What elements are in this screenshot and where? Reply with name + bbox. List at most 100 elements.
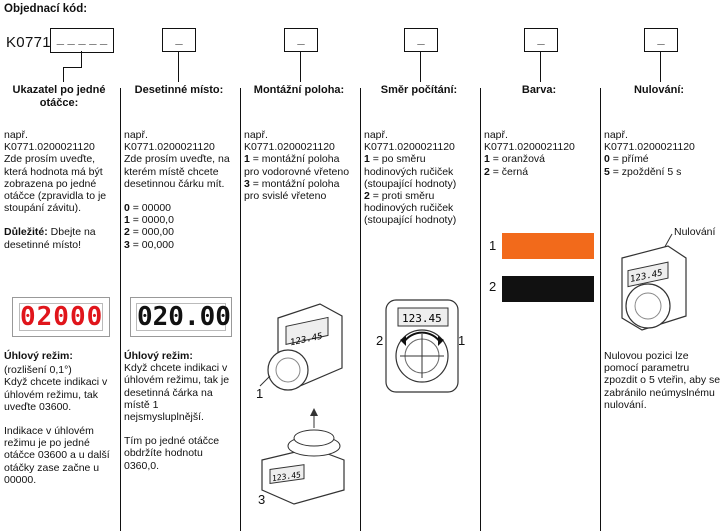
option-row: 0 = 00000 [124, 202, 234, 214]
blank-3: _ [297, 31, 305, 46]
option-value: = po směru hodinových ručiček (stoupajíc… [364, 153, 457, 190]
device-front-illustration: 123.45 [385, 299, 459, 393]
display-value: 020.00 [136, 302, 231, 332]
option-row: 5 = zpoždění 5 s [604, 166, 714, 178]
display-value: 02000 [19, 302, 104, 332]
option-key: 0 [124, 202, 130, 215]
option-row: 2 = proti směru hodinových ručiček (stou… [364, 190, 474, 227]
direction-label-cw: 1 [458, 333, 466, 348]
column-divider [480, 88, 481, 531]
order-code-blanks: _ _ _ _ _ [56, 31, 108, 46]
note: Důležité: Dbejte na desetinné místo! [4, 226, 114, 250]
angle-description: Když chcete indikaci v úhlovém režimu, t… [124, 362, 230, 424]
column-heading: Nulování: [633, 84, 685, 96]
column-color: Barva: např. K0771.0200021120 1 = oranžo… [484, 84, 594, 178]
order-code-box: _ _ _ _ _ [50, 28, 114, 53]
note-bold: Důležité: [4, 226, 48, 239]
column-mounting: Montážní poloha: např. K0771.0200021120 … [244, 84, 354, 202]
example-code: K0771.0200021120 [4, 141, 95, 154]
note-text: Dbejte na desetinné místo! [4, 226, 96, 251]
column-heading: Barva: [521, 84, 557, 96]
blank-5: _ [537, 31, 545, 46]
column-divider [120, 88, 121, 531]
code-box-3: _ [284, 28, 318, 52]
option-value: = 0000,0 [129, 214, 174, 227]
code-box-2: _ [162, 28, 196, 52]
column-reset: Nulování: např. K0771.0200021120 0 = pří… [604, 84, 714, 178]
column-heading: Směr počítání: [380, 84, 458, 96]
example-code: K0771.0200021120 [484, 141, 575, 154]
angle-mode-1: Úhlový režim: (rozlišení 0,1°) Když chce… [4, 350, 114, 486]
angle-description: Když chcete indikaci v úhlovém režimu, t… [4, 376, 108, 413]
option-key: 2 [124, 226, 130, 239]
column-divider [240, 88, 241, 531]
angle-heading: Úhlový režim: [124, 350, 193, 362]
option-value: = přímé [609, 153, 649, 166]
blank-6: _ [657, 31, 665, 46]
option-row: 2 = 000,00 [124, 226, 234, 238]
code-box-6: _ [644, 28, 678, 52]
connector [300, 51, 301, 82]
option-row: 1 = 0000,0 [124, 214, 234, 226]
option-row: 1 = oranžová [484, 153, 594, 165]
column-divider [360, 88, 361, 531]
example-code: K0771.0200021120 [364, 141, 455, 154]
swatch-label: 1 [489, 238, 497, 253]
column-heading: Desetinné místo: [134, 84, 224, 96]
column-indicator: Ukazatel po jedné otáčce: např. K0771.02… [4, 84, 114, 251]
option-key: 1 [484, 153, 490, 166]
device-reset-illustration: 123.45 [621, 233, 687, 331]
blank-2: _ [175, 31, 183, 46]
column-heading: Ukazatel po jedné otáčce: [12, 84, 106, 109]
option-row: 0 = přímé [604, 153, 714, 165]
option-key: 1 [244, 153, 250, 166]
description: Zde prosím uveďte, která hodnota má být … [4, 153, 107, 215]
option-row: 2 = černá [484, 166, 594, 178]
option-value: = oranžová [489, 153, 546, 166]
option-key: 3 [124, 238, 130, 251]
column-direction: Směr počítání: např. K0771.0200021120 1 … [364, 84, 474, 227]
option-value: = montážní poloha pro vodorovné vřeteno [244, 153, 350, 178]
swatch-label: 2 [489, 279, 497, 294]
blank-4: _ [417, 31, 425, 46]
example-label: např. [604, 129, 628, 141]
code-box-4: _ [404, 28, 438, 52]
connector [63, 67, 82, 68]
position-label: 1 [256, 386, 264, 401]
description: Zde prosím uveďte, na kterém místě chcet… [124, 153, 230, 190]
angle-resolution: (rozlišení 0,1°) [4, 364, 72, 377]
display-value: 123.45 [402, 312, 442, 325]
option-value: = černá [489, 165, 529, 178]
option-key: 3 [244, 177, 250, 190]
lcd-display: 020.00 [130, 297, 232, 337]
option-value: = 00,000 [129, 238, 174, 251]
option-key: 1 [124, 214, 130, 227]
angle-heading: Úhlový režim: [4, 350, 73, 362]
option-key: 0 [604, 153, 610, 166]
option-row: 3 = 00,000 [124, 239, 234, 251]
column-divider [600, 88, 601, 531]
example-label: např. [4, 129, 28, 141]
option-key: 5 [604, 165, 610, 178]
column-heading: Montážní poloha: [253, 84, 345, 96]
option-row: 1 = montážní poloha pro vodorovné vřeten… [244, 153, 354, 177]
reset-callout: Nulování [674, 226, 716, 238]
option-value: = 00000 [129, 202, 172, 215]
angle-mode-2: Úhlový režim: Když chcete indikaci v úhl… [124, 350, 234, 472]
direction-label-ccw: 2 [376, 333, 384, 348]
angle-description-2: Tím po jedné otáčce obdržíte hodnotu 036… [124, 435, 220, 472]
example-label: např. [124, 129, 148, 141]
option-key: 1 [364, 153, 370, 166]
code-box-5: _ [524, 28, 558, 52]
reset-description: Nulovou pozici lze pomocí parametru zpoz… [604, 350, 721, 411]
example-label: např. [244, 129, 268, 141]
option-value: = zpoždění 5 s [609, 165, 682, 178]
example-code: K0771.0200021120 [604, 141, 695, 154]
device-vertical-illustration: 123.45 [261, 408, 345, 505]
option-key: 2 [364, 190, 370, 203]
connector [660, 51, 661, 82]
example-label: např. [364, 129, 388, 141]
connector [81, 51, 82, 68]
column-decimal: Desetinné místo: např. K0771.0200021120 … [124, 84, 234, 251]
connector [63, 67, 64, 82]
